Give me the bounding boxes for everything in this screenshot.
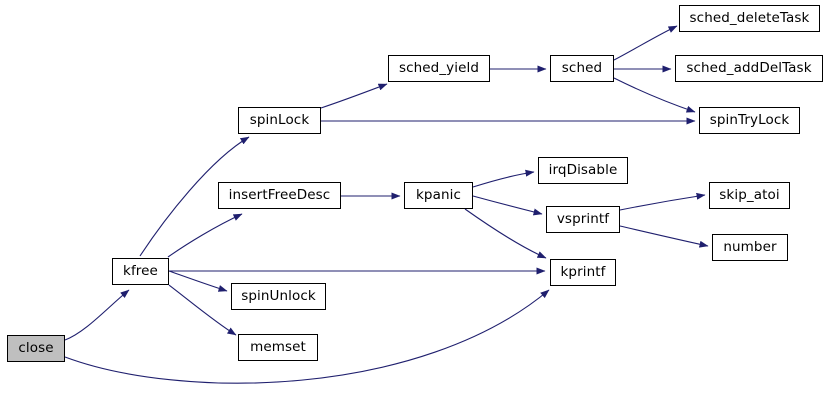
edge-kfree-to-spinLock	[139, 136, 250, 257]
node-irqDisable[interactable]: irqDisable	[538, 157, 628, 184]
node-insertFreeDesc[interactable]: insertFreeDesc	[218, 182, 341, 209]
node-label: skip_atoi	[719, 186, 780, 203]
node-label: sched_deleteTask	[689, 9, 810, 26]
node-label: close	[18, 339, 54, 356]
edge-sched-to-sched_deleteTask	[613, 25, 678, 61]
node-sched[interactable]: sched	[550, 55, 614, 82]
node-label: irqDisable	[548, 161, 618, 178]
node-close[interactable]: close	[7, 335, 65, 362]
edge-spinLock-to-sched_yield	[320, 83, 388, 109]
node-kpanic[interactable]: kpanic	[404, 182, 473, 209]
node-label: sched_yield	[398, 59, 480, 76]
node-label: memset	[250, 338, 306, 355]
node-vsprintf[interactable]: vsprintf	[546, 206, 620, 233]
edge-close-to-kfree	[64, 289, 130, 341]
node-label: spinLock	[249, 111, 310, 128]
node-kprintf[interactable]: kprintf	[550, 259, 616, 286]
node-label: spinTryLock	[709, 111, 790, 128]
node-kfree[interactable]: kfree	[112, 258, 169, 285]
node-sched_yield[interactable]: sched_yield	[388, 55, 490, 82]
edge-kpanic-to-kprintf	[464, 208, 547, 259]
node-spinUnlock[interactable]: spinUnlock	[231, 283, 326, 310]
node-label: sched	[561, 59, 603, 76]
node-label: number	[723, 238, 777, 255]
edge-kfree-to-insertFreeDesc	[167, 213, 243, 258]
edge-sched-to-spinTryLock	[613, 77, 696, 113]
node-memset[interactable]: memset	[238, 334, 318, 361]
edge-kfree-to-spinUnlock	[168, 270, 228, 292]
node-spinTryLock[interactable]: spinTryLock	[699, 107, 800, 134]
node-sched_addDelTask[interactable]: sched_addDelTask	[675, 55, 823, 82]
node-label: vsprintf	[556, 210, 610, 227]
node-label: spinUnlock	[241, 287, 316, 304]
node-number[interactable]: number	[712, 234, 788, 261]
node-spinLock[interactable]: spinLock	[238, 107, 321, 134]
node-label: kpanic	[416, 186, 461, 203]
node-label: insertFreeDesc	[228, 186, 331, 203]
node-skip_atoi[interactable]: skip_atoi	[709, 182, 790, 209]
node-label: kfree	[123, 262, 158, 279]
node-label: sched_addDelTask	[686, 59, 812, 76]
edge-close-to-kprintf	[64, 289, 550, 384]
edge-kpanic-to-irqDisable	[472, 169, 535, 188]
edge-vsprintf-to-number	[619, 225, 709, 248]
edge-kpanic-to-vsprintf	[472, 195, 543, 216]
edge-kfree-to-memset	[168, 284, 237, 336]
edge-vsprintf-to-skip_atoi	[619, 192, 706, 211]
node-label: kprintf	[560, 263, 606, 280]
node-sched_deleteTask[interactable]: sched_deleteTask	[679, 5, 820, 32]
